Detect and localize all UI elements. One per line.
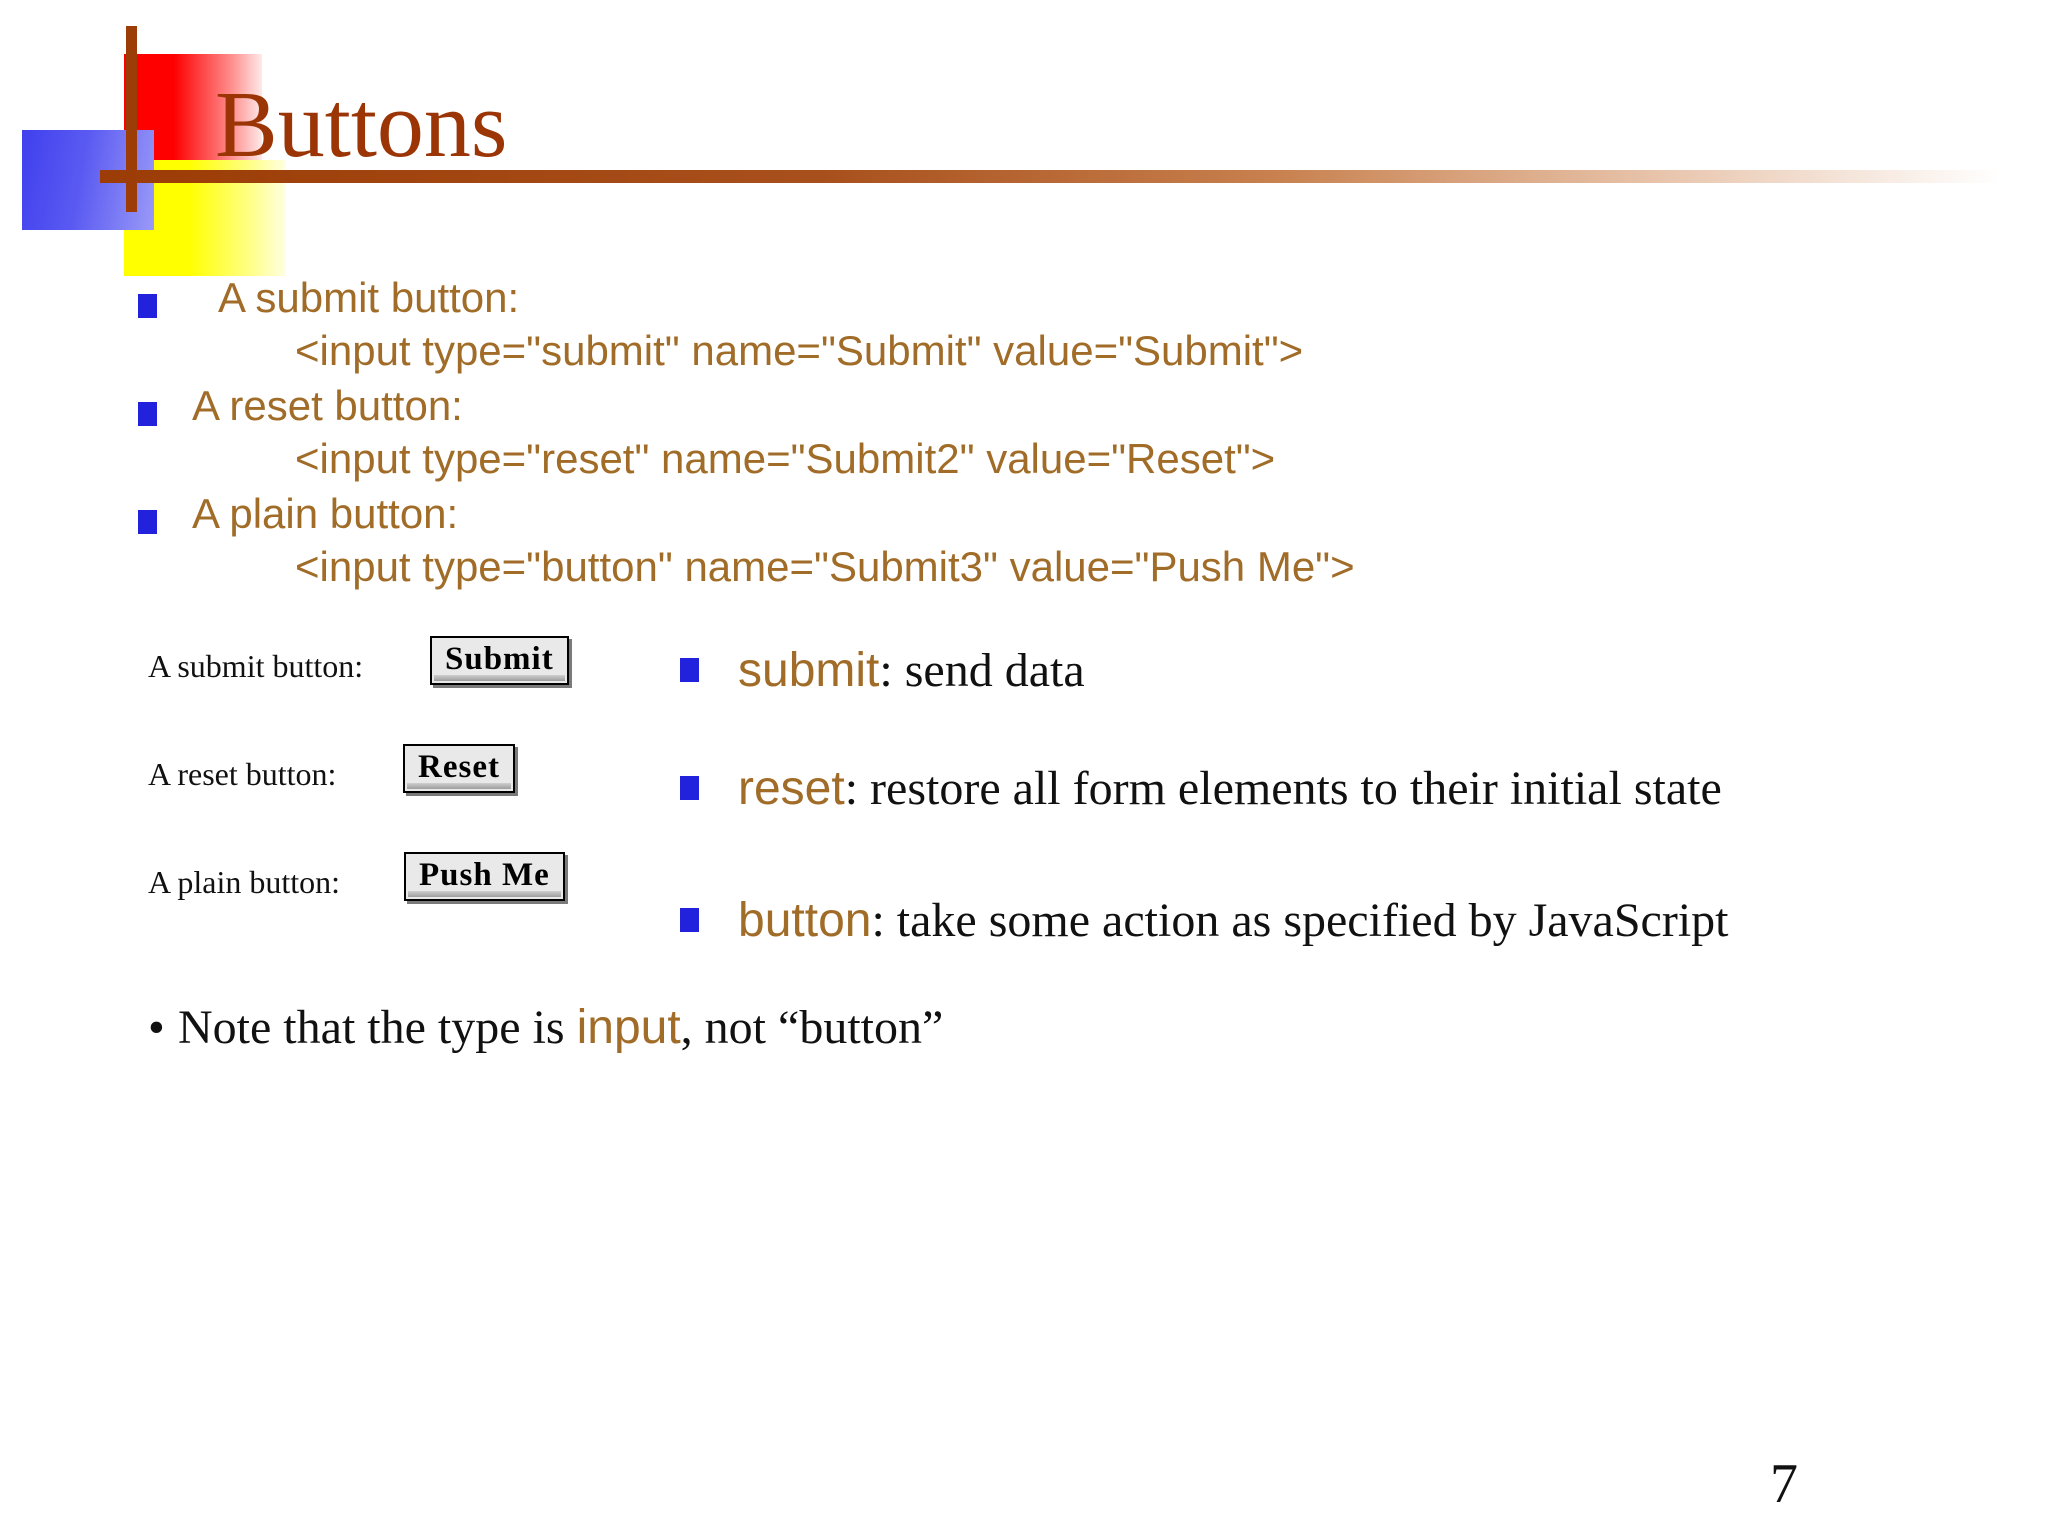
note-suffix: , not “button” [680,1001,944,1054]
browser-screenshot-plain: A plain button: Push Me [148,846,748,952]
description-body: : send data [879,644,1085,697]
title-decoration [0,0,2000,290]
description-item-reset: reset: restore all form elements to thei… [680,758,1722,820]
decor-horizontal-rule [100,170,2000,183]
code-snippet: <input type="reset" name="Submit2" value… [295,435,1276,482]
square-bullet-icon [138,294,157,318]
description-text: submit: send data [738,640,1085,702]
square-bullet-icon [138,402,157,426]
page-number: 7 [1770,1453,1798,1515]
decor-vertical-rule [126,26,137,212]
code-snippet: <input type="button" name="Submit3" valu… [295,543,1355,590]
screenshot-label: A submit button: [148,648,364,684]
description-item-button: button: take some action as specified by… [680,890,1729,952]
reset-button[interactable]: Reset [403,744,515,793]
code-bullet-label: A reset button: [192,382,463,429]
note-keyword: input [576,1001,681,1054]
screenshot-label: A plain button: [148,864,340,900]
description-keyword: button [738,894,872,947]
footer-note: •Note that the type is input, not “butto… [148,1000,1848,1056]
square-bullet-icon [680,776,699,800]
description-body: : take some action as specified by JavaS… [871,894,1729,947]
description-body: : restore all form elements to their ini… [844,762,1722,815]
note-prefix: Note that the type is [178,1001,577,1054]
browser-screenshot-reset: A reset button: Reset [148,738,748,846]
page-title: Buttons [215,73,508,177]
submit-button[interactable]: Submit [430,636,569,685]
description-keyword: submit [738,644,880,697]
square-bullet-icon [680,908,699,932]
push-me-button[interactable]: Push Me [404,852,565,901]
code-snippet: <input type="submit" name="Submit" value… [295,327,1304,374]
description-text: reset: restore all form elements to thei… [738,758,1722,820]
screenshot-label: A reset button: [148,756,337,792]
description-keyword: reset [738,762,845,815]
round-bullet-icon: • [148,1001,165,1054]
description-item-submit: submit: send data [680,640,1085,702]
square-bullet-icon [138,510,157,534]
browser-screenshot-submit: A submit button: Submit [148,630,748,738]
square-bullet-icon [680,658,699,682]
browser-screenshot-group: A submit button: Submit A reset button: … [148,630,748,952]
code-bullet-label: A plain button: [192,490,459,537]
description-text: button: take some action as specified by… [738,890,1729,952]
code-bullet-label: A submit button: [218,274,520,321]
